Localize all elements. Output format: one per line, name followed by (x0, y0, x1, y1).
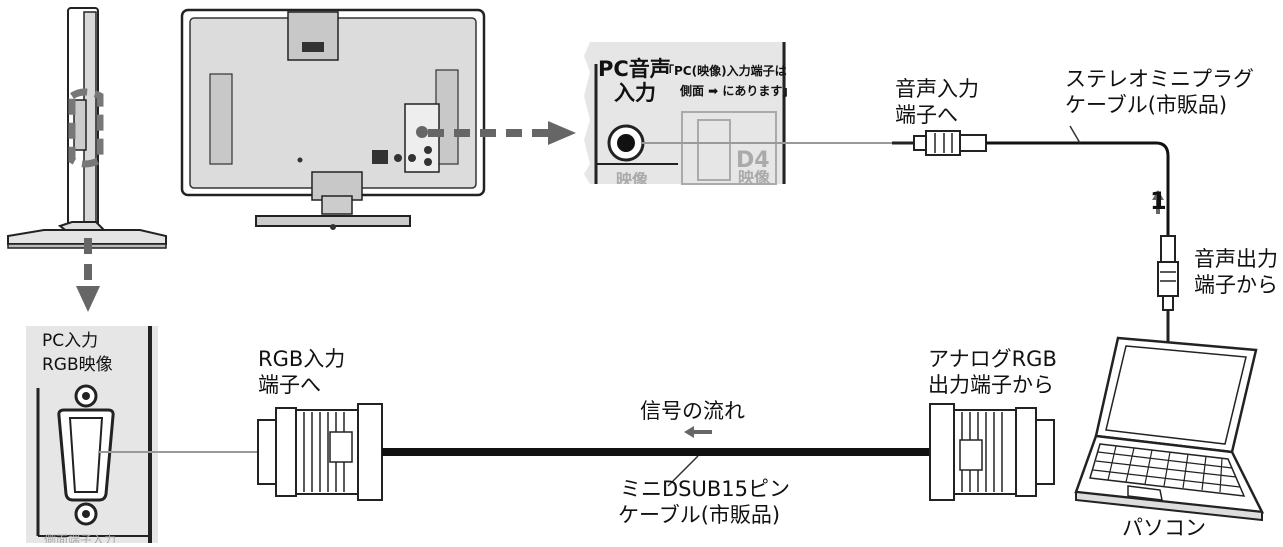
laptop-pc (1074, 336, 1265, 522)
stereo-plug-vertical (1157, 235, 1179, 355)
audio-out-label-line1: 音声出力 (1194, 247, 1278, 271)
pc-label: パソコン (1122, 516, 1206, 540)
pc-input-label-line2: RGB映像 (42, 355, 113, 375)
stereo-cable-leader (1069, 125, 1081, 144)
tv-back-view (180, 8, 486, 230)
stereo-cable (986, 141, 1170, 236)
rgb-in-label-line1: RGB入力 (258, 347, 346, 371)
back-right-arrow (416, 121, 576, 145)
audio-in-label-line1: 音声入力 (895, 77, 979, 101)
stereo-plug-left (892, 130, 987, 156)
dsub-cable-leader (667, 455, 699, 487)
audio-in-label-line2: 端子へ (895, 103, 958, 127)
analog-rgb-label-line1: アナログRGB (928, 347, 1057, 371)
pc-input-panel (26, 326, 158, 543)
audio-flow-arrow (1152, 190, 1164, 214)
signal-flow-label: 信号の流れ (640, 399, 745, 423)
dsub-connector-left (257, 403, 383, 501)
pc-audio-title-line1: PC音声 (598, 57, 671, 81)
signal-flow-arrow (684, 426, 712, 438)
pc-audio-title-line2: 入力 (614, 81, 656, 105)
analog-rgb-label-line2: 出力端子から (928, 373, 1054, 397)
d4-sub-label: 映像 (738, 170, 771, 184)
pc-audio-note-line2: 側面 ➡ にあります」 (680, 84, 795, 98)
audio-out-label-line2: 端子から (1194, 273, 1278, 297)
d4-label: D4 (736, 148, 770, 173)
pc-input-bottom-label: 側面端子入力 (44, 534, 117, 543)
dsub-cable-label-line1: ミニDSUB15ピン (620, 477, 790, 501)
rgb-in-label-line2: 端子へ (258, 373, 321, 397)
dsub-cable-label-line2: ケーブル(市販品) (618, 503, 781, 527)
pc-input-label-line1: PC入力 (42, 331, 99, 351)
pc-audio-panel (584, 42, 786, 185)
tv-side-view (7, 7, 167, 249)
pc-audio-note-line1: 「PC(映像)入力端子は (662, 64, 787, 78)
audio-panel-bottom-label: 映像 (616, 172, 649, 184)
dsub-connector-right (929, 403, 1055, 501)
stereo-cable-label-line1: ステレオミニプラグ (1065, 67, 1254, 91)
stereo-cable-label-line2: ケーブル(市販品) (1065, 93, 1228, 117)
side-down-arrow (76, 238, 100, 312)
audio-step-number: 1 (1150, 187, 1167, 215)
